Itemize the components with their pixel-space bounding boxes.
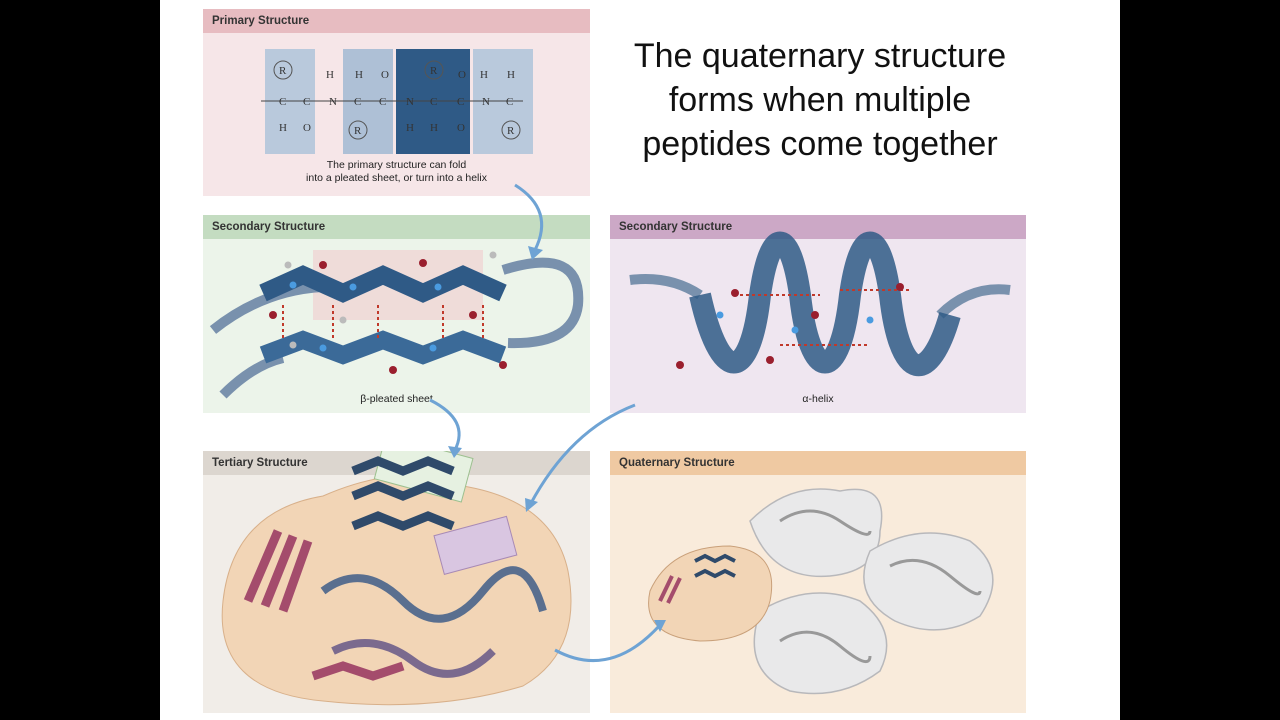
svg-text:C: C: [430, 96, 437, 108]
svg-text:N: N: [482, 96, 490, 108]
svg-text:H: H: [507, 69, 515, 81]
quaternary-structure-title: Quaternary Structure: [610, 451, 1026, 475]
slide: Primary Structure R H H O R O H H C C N C C N C C N…: [160, 0, 1120, 720]
svg-text:C: C: [354, 96, 361, 108]
atom-r1: R: [279, 65, 287, 77]
svg-text:C: C: [506, 96, 513, 108]
beta-sheet-caption: β-pleated sheet: [360, 393, 433, 405]
svg-text:R: R: [430, 65, 438, 77]
svg-text:H: H: [279, 122, 287, 134]
peptide-chain-diagram: R H H O R O H H C C N C C N C C N C H O R H H O R: [261, 49, 533, 154]
primary-structure-title: Primary Structure: [203, 9, 590, 33]
svg-text:H: H: [430, 122, 438, 134]
svg-text:O: O: [458, 69, 466, 81]
svg-text:H: H: [326, 69, 334, 81]
svg-text:O: O: [303, 122, 311, 134]
svg-text:C: C: [279, 96, 286, 108]
beta-sheet-diagram: [209, 250, 584, 399]
secondary-helix-title: Secondary Structure: [610, 215, 1026, 239]
svg-text:N: N: [406, 96, 414, 108]
svg-text:R: R: [507, 125, 515, 137]
quaternary-assembly-diagram: [648, 488, 994, 695]
alpha-helix-caption: α-helix: [802, 393, 834, 405]
quaternary-structure-panel: Quaternary Structure: [610, 451, 1026, 713]
svg-text:O: O: [381, 69, 389, 81]
svg-text:C: C: [303, 96, 310, 108]
svg-text:H: H: [480, 69, 488, 81]
primary-structure-panel: Primary Structure R H H O R O H H C C N C C N C C N…: [203, 9, 590, 196]
primary-caption: The primary structure can fold into a pl…: [306, 159, 487, 184]
secondary-helix-panel: Secondary Structure α-helix: [610, 215, 1026, 413]
svg-text:C: C: [457, 96, 464, 108]
svg-text:H: H: [355, 69, 363, 81]
alpha-helix-diagram: [629, 231, 1011, 376]
svg-text:H: H: [406, 122, 414, 134]
svg-text:R: R: [354, 125, 362, 137]
secondary-sheet-panel: Secondary Structure β-pleated sheet: [203, 215, 590, 413]
svg-text:N: N: [329, 96, 337, 108]
slide-heading: The quaternary structure forms when mult…: [633, 37, 1007, 163]
svg-text:O: O: [457, 122, 465, 134]
tertiary-fold-diagram: [221, 451, 572, 706]
svg-text:C: C: [379, 96, 386, 108]
tertiary-structure-panel: Tertiary Structure: [203, 451, 590, 713]
